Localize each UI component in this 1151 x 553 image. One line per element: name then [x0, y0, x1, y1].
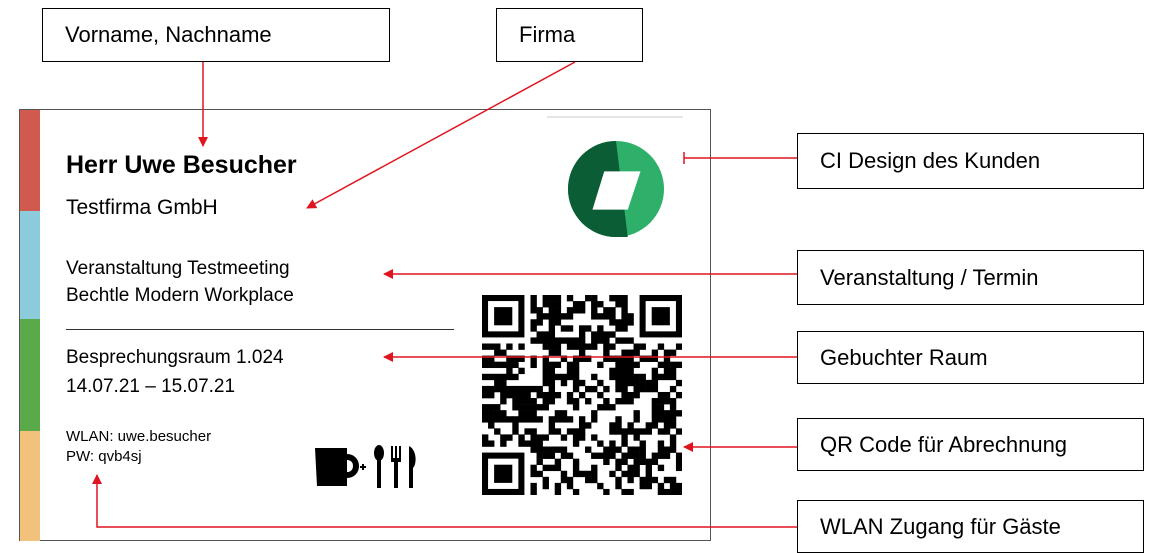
visitor-name: Herr Uwe Besucher	[66, 151, 297, 179]
event-title: Veranstaltung Testmeeting	[66, 258, 290, 279]
callout-name-label: Vorname, Nachname	[65, 22, 272, 47]
callout-room-label: Gebuchter Raum	[820, 344, 988, 370]
callout-qr: QR Code für Abrechnung	[797, 418, 1144, 471]
callout-company: Firma	[496, 8, 643, 62]
customer-logo-icon	[567, 140, 665, 238]
meeting-room: Besprechungsraum 1.024	[66, 347, 284, 368]
fork-knife-icon	[374, 445, 416, 488]
coffee-cup-icon	[315, 448, 359, 486]
color-stripe-orange	[20, 431, 40, 541]
visitor-badge-card: Herr Uwe Besucher Testfirma GmbH Veranst…	[19, 109, 711, 541]
callout-wlan-label: WLAN Zugang für Gäste	[820, 513, 1061, 539]
booking-dates: 14.07.21 – 15.07.21	[66, 376, 236, 397]
callout-ci-label: CI Design des Kunden	[820, 148, 1041, 173]
callout-qr-label: QR Code für Abrechnung	[820, 431, 1068, 457]
divider	[66, 329, 454, 330]
top-decoration-line	[547, 116, 683, 118]
callout-name: Vorname, Nachname	[42, 8, 390, 62]
event-subtitle: Bechtle Modern Workplace	[66, 285, 294, 306]
color-stripe-green	[20, 319, 40, 431]
color-stripe-red	[20, 110, 40, 211]
catering-icons	[315, 445, 416, 488]
callout-wlan: WLAN Zugang für Gäste	[797, 500, 1144, 553]
plus-icon	[360, 464, 366, 470]
callout-room: Gebuchter Raum	[797, 331, 1144, 384]
visitor-company: Testfirma GmbH	[66, 196, 218, 219]
callout-event: Veranstaltung / Termin	[797, 250, 1144, 305]
color-stripe-blue	[20, 211, 40, 319]
callout-company-label: Firma	[519, 22, 576, 47]
wlan-password: PW: qvb4sj	[66, 448, 142, 465]
wlan-user: WLAN: uwe.besucher	[66, 428, 212, 445]
callout-event-label: Veranstaltung / Termin	[820, 264, 1039, 290]
callout-ci-design: CI Design des Kunden	[797, 133, 1144, 189]
qr-code-icon	[482, 295, 682, 495]
